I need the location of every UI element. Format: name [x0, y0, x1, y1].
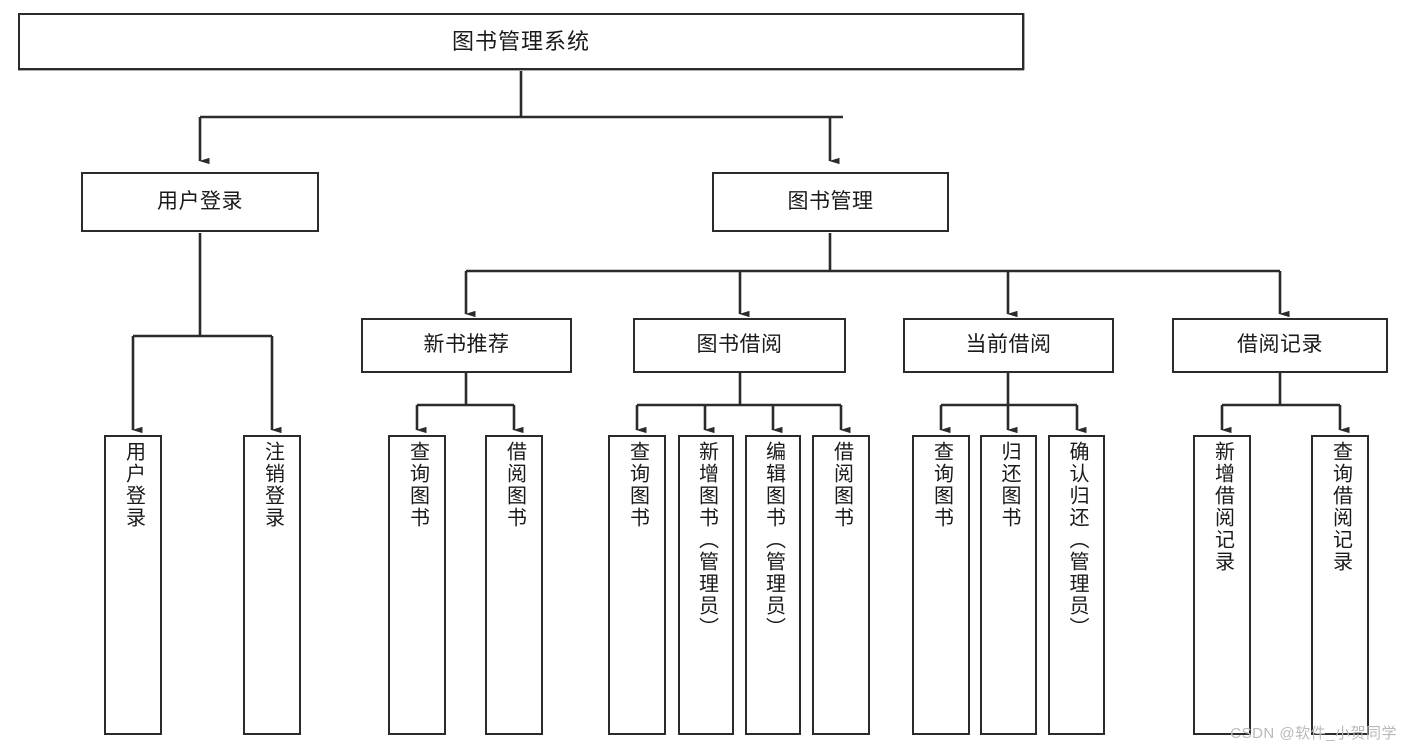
leaf-new-book-query[interactable]: 查询图书 — [388, 435, 446, 735]
node-label: 图书管理系统 — [451, 28, 590, 54]
node-label: 借阅记录 — [1237, 333, 1323, 357]
node-label: 归还图书 — [998, 441, 1020, 529]
leaf-user-login-login[interactable]: 用户登录 — [104, 435, 162, 735]
leaf-user-login-logout[interactable]: 注销登录 — [243, 435, 301, 735]
csdn-watermark: CSDN @软件_小贺同学 — [1230, 725, 1397, 742]
node-label: 借阅图书 — [503, 441, 526, 529]
leaf-current-borrow-confirm-return[interactable]: 确认归还（管理员） — [1048, 435, 1105, 735]
node-label: 用户登录 — [122, 441, 145, 529]
leaf-book-borrow-query[interactable]: 查询图书 — [608, 435, 666, 735]
node-label: 新增图书（管理员） — [695, 441, 718, 639]
leaf-book-borrow-borrow[interactable]: 借阅图书 — [812, 435, 870, 735]
node-label: 新书推荐 — [423, 333, 510, 357]
node-root-book-management-system[interactable]: 图书管理系统 — [18, 13, 1024, 70]
leaf-book-borrow-add[interactable]: 新增图书（管理员） — [678, 435, 734, 735]
node-label: 借阅图书 — [830, 441, 853, 529]
node-label: 新增借阅记录 — [1211, 441, 1234, 573]
node-user-login[interactable]: 用户登录 — [81, 172, 319, 232]
node-borrow-record[interactable]: 借阅记录 — [1172, 318, 1388, 373]
node-label: 用户登录 — [157, 189, 243, 213]
leaf-new-book-borrow[interactable]: 借阅图书 — [485, 435, 543, 735]
node-label: 确认归还（管理员） — [1066, 441, 1088, 639]
leaf-borrow-record-query[interactable]: 查询借阅记录 — [1311, 435, 1369, 735]
node-label: 查询图书 — [406, 441, 429, 529]
node-label: 图书管理 — [787, 189, 874, 213]
node-current-borrow[interactable]: 当前借阅 — [903, 318, 1114, 373]
node-label: 查询借阅记录 — [1329, 441, 1352, 573]
node-label: 查询图书 — [626, 441, 649, 529]
node-book-borrow[interactable]: 图书借阅 — [633, 318, 846, 373]
node-book-management[interactable]: 图书管理 — [712, 172, 949, 232]
node-label: 图书借阅 — [696, 333, 783, 357]
leaf-borrow-record-add[interactable]: 新增借阅记录 — [1193, 435, 1251, 735]
leaf-current-borrow-return[interactable]: 归还图书 — [980, 435, 1037, 735]
node-new-book-recommend[interactable]: 新书推荐 — [361, 318, 572, 373]
node-label: 注销登录 — [261, 441, 284, 529]
leaf-book-borrow-edit[interactable]: 编辑图书（管理员） — [745, 435, 801, 735]
node-label: 查询图书 — [930, 441, 953, 529]
node-label: 编辑图书（管理员） — [762, 441, 785, 639]
node-label: 当前借阅 — [965, 333, 1052, 357]
leaf-current-borrow-query[interactable]: 查询图书 — [912, 435, 970, 735]
